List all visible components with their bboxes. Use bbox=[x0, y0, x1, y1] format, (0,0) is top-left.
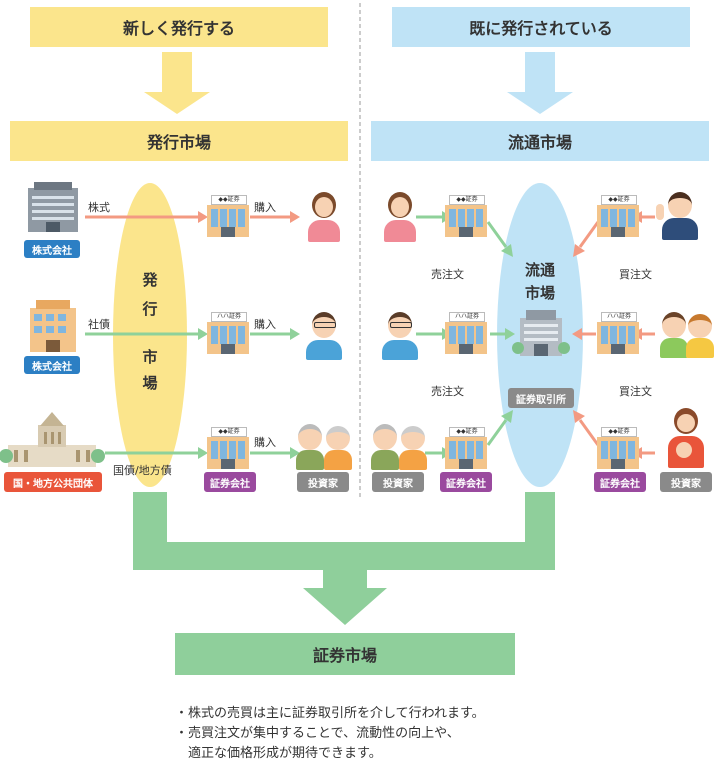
building-sign: ハハ証券 bbox=[211, 312, 247, 322]
person-man-glasses-icon bbox=[304, 310, 344, 360]
already-issued-header: 既に発行されている bbox=[392, 7, 690, 47]
purchase-label-2: 購入 bbox=[254, 318, 276, 331]
purchase-label-1: 購入 bbox=[254, 201, 276, 214]
person-elderly-seller-icon bbox=[371, 422, 429, 470]
building-sign: ハハ証券 bbox=[601, 312, 637, 322]
stock-label: 株式 bbox=[88, 201, 110, 214]
secondary-ellipse-line-2: 市場 bbox=[524, 284, 555, 302]
securities-market-box: 証券市場 bbox=[175, 633, 515, 675]
sec-building-buy-1: ◆◆証券 bbox=[597, 195, 639, 237]
bond-label: 社債 bbox=[88, 318, 110, 331]
person-couple-icon bbox=[660, 310, 716, 358]
sec-company-badge-seller: 証券会社 bbox=[440, 472, 492, 492]
buy-order-label-2: 買注文 bbox=[619, 385, 652, 398]
investor-badge-buyer: 投資家 bbox=[660, 472, 712, 492]
sec-building-left-3: ◆◆証券 bbox=[207, 427, 249, 469]
down-arrow-left bbox=[144, 52, 210, 114]
building-sign: ハハ証券 bbox=[449, 312, 485, 322]
purchase-label-3: 購入 bbox=[254, 436, 276, 449]
primary-ellipse-char-1: 発 bbox=[142, 271, 158, 289]
building-sign: ◆◆証券 bbox=[449, 195, 485, 205]
primary-ellipse-char-4: 場 bbox=[142, 374, 158, 392]
sec-company-badge-left: 証券会社 bbox=[204, 472, 256, 492]
note-line-1: ・株式の売買は主に証券取引所を介して行われます。 bbox=[175, 706, 485, 721]
exchange-building-icon bbox=[512, 310, 570, 356]
left-flow-arrows bbox=[85, 211, 300, 459]
building-sign: ◆◆証券 bbox=[449, 427, 485, 437]
person-businessman-icon bbox=[656, 190, 702, 240]
buy-order-label-1: 買注文 bbox=[619, 268, 652, 281]
building-sign: ◆◆証券 bbox=[211, 427, 247, 437]
corp-building-icon bbox=[28, 182, 78, 232]
building-sign: ◆◆証券 bbox=[601, 195, 637, 205]
building-sign: ◆◆証券 bbox=[211, 195, 247, 205]
sec-company-badge-buyer: 証券会社 bbox=[594, 472, 646, 492]
corp-badge-2: 株式会社 bbox=[24, 356, 80, 374]
diet-building-icon bbox=[0, 412, 105, 467]
person-woman-seller-icon bbox=[382, 192, 418, 242]
secondary-ellipse-line-1: 流通 bbox=[524, 261, 555, 279]
building-icons bbox=[0, 182, 105, 467]
corp-building-icon-2 bbox=[30, 300, 76, 352]
sec-building-left-2: ハハ証券 bbox=[207, 312, 249, 354]
sec-building-buy-3: ◆◆証券 bbox=[597, 427, 639, 469]
person-elderly-couple-icon bbox=[296, 422, 354, 470]
green-connector bbox=[133, 492, 555, 625]
person-mother-child-icon bbox=[666, 408, 706, 468]
building-sign: ◆◆証券 bbox=[601, 427, 637, 437]
investor-badge-left: 投資家 bbox=[297, 472, 349, 492]
new-issue-header: 新しく発行する bbox=[30, 7, 328, 47]
sell-order-label-1: 売注文 bbox=[431, 268, 464, 281]
secondary-market-header: 流通市場 bbox=[371, 121, 709, 161]
person-woman-icon bbox=[306, 192, 342, 242]
person-man-seller-icon bbox=[380, 310, 420, 360]
primary-ellipse-char-2: 行 bbox=[142, 300, 158, 318]
sell-order-label-2: 売注文 bbox=[431, 385, 464, 398]
sec-building-left-1: ◆◆証券 bbox=[207, 195, 249, 237]
gov-bond-label: 国債/地方債 bbox=[113, 464, 172, 477]
corp-badge-1: 株式会社 bbox=[24, 240, 80, 258]
exchange-badge: 証券取引所 bbox=[508, 388, 574, 408]
investor-badge-seller: 投資家 bbox=[372, 472, 424, 492]
note-line-3: 適正な価格形成が期待できます。 bbox=[175, 746, 382, 761]
down-arrow-right bbox=[507, 52, 573, 114]
primary-market-header: 発行市場 bbox=[10, 121, 348, 161]
primary-ellipse-char-3: 市 bbox=[142, 348, 158, 366]
note-line-2: ・売買注文が集中することで、流動性の向上や、 bbox=[175, 726, 460, 741]
sec-building-right-2: ハハ証券 bbox=[445, 312, 487, 354]
government-badge: 国・地方公共団体 bbox=[4, 472, 102, 492]
sec-building-right-3: ◆◆証券 bbox=[445, 427, 487, 469]
sec-building-right-1: ◆◆証券 bbox=[445, 195, 487, 237]
sec-building-buy-2: ハハ証券 bbox=[597, 312, 639, 354]
